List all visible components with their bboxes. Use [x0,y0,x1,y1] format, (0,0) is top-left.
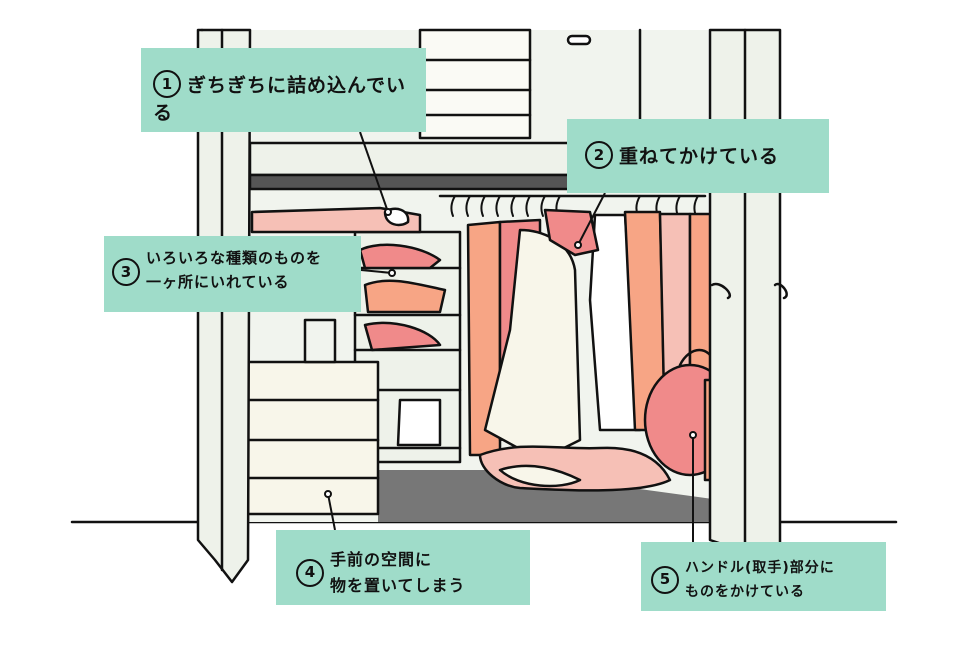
callout-5: 5 ハンドル(取手)部分に ものをかけている [641,542,886,611]
callout-3-number: 3 [112,258,140,286]
pointer-1 [359,131,389,213]
callout-2-number: 2 [585,141,613,169]
callout-4-line1: 手前の空間に [330,549,433,569]
pointer-3 [360,269,393,274]
callout-5-line1: ハンドル(取手)部分に [685,559,835,576]
callout-3-line1: いろいろな種類のものを [146,249,323,267]
futon-stack [418,28,532,140]
callout-1-number: 1 [153,70,181,98]
pointer-2 [577,192,606,246]
callout-4-line2: 物を置いてしまう [330,575,466,595]
shelf-items-pink [358,243,442,270]
pointer-4 [327,493,336,531]
drawer-unit [246,360,380,516]
callout-2-text: 重ねてかけている [619,145,780,168]
floor-shadow [378,470,720,522]
callout-4: 4 手前の空間に 物を置いてしまう [276,530,530,605]
callout-3: 3 いろいろな種類のものを 一ヶ所にいれている [104,236,361,312]
callout-2: 2 重ねてかけている [567,119,829,193]
clothes-pink-hanging [543,208,600,257]
callout-5-line2: ものをかけている [685,583,805,600]
callout-3-line2: 一ヶ所にいれている [146,273,290,291]
callout-4-number: 4 [296,558,324,587]
folded-linens [250,206,422,234]
callout-1-text: ぎちぎちに詰め込んでいる [153,74,407,125]
callout-5-number: 5 [651,565,679,594]
